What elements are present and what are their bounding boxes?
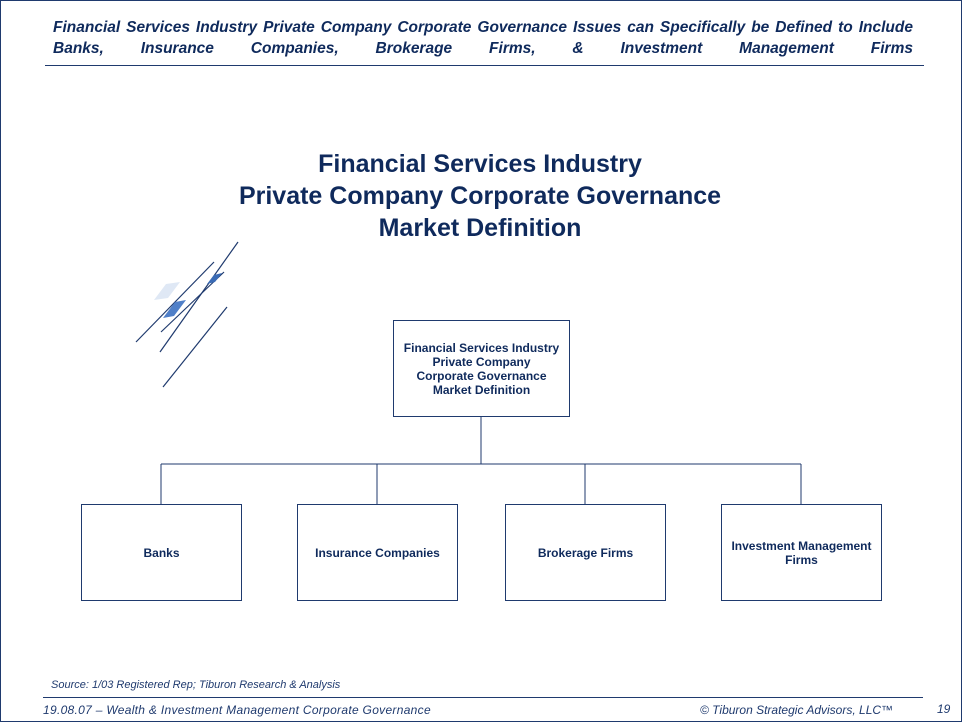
footer-copyright: © Tiburon Strategic Advisors, LLC™ — [700, 703, 894, 717]
node-label: Banks — [143, 545, 180, 560]
decorative-lines-icon — [135, 241, 239, 388]
node-label: Investment Management Firms — [731, 538, 872, 567]
header-divider — [45, 65, 924, 66]
footer-divider — [43, 697, 923, 698]
node-banks: Banks — [81, 504, 242, 601]
page-number: 19 — [937, 702, 951, 716]
main-title-line-3: Market Definition — [378, 214, 582, 242]
node-investment-management-firms: Investment Management Firms — [721, 504, 882, 601]
root-node-label: Financial Services Industry Private Comp… — [403, 340, 560, 397]
slide-header-title: Financial Services Industry Private Comp… — [53, 19, 913, 57]
node-label: Insurance Companies — [315, 545, 440, 560]
node-brokerage-firms: Brokerage Firms — [505, 504, 666, 601]
main-title: Financial Services Industry Private Comp… — [130, 148, 830, 244]
footer-left-text: 19.08.07 – Wealth & Investment Managemen… — [43, 703, 431, 717]
main-title-line-2: Private Company Corporate Governance — [238, 182, 722, 210]
node-label: Brokerage Firms — [537, 545, 634, 560]
root-node: Financial Services Industry Private Comp… — [393, 320, 570, 417]
main-title-line-1: Financial Services Industry — [318, 150, 642, 178]
node-insurance-companies: Insurance Companies — [297, 504, 458, 601]
source-note: Source: 1/03 Registered Rep; Tiburon Res… — [51, 679, 341, 691]
